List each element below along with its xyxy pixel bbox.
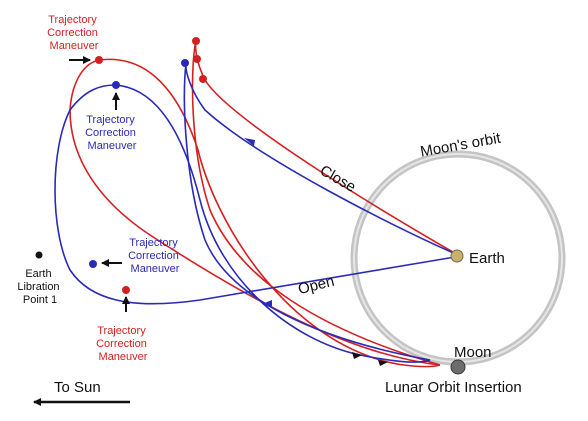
tcm-line: Maneuver (131, 263, 180, 275)
tcm-label-blue-upper: Trajectory Correction Maneuver (85, 114, 139, 152)
tcm-line: Trajectory (48, 14, 97, 26)
moon-marker (450, 359, 466, 375)
loi-arrow-red (378, 360, 388, 366)
red-apex-dot (199, 75, 207, 83)
tcm-line: Trajectory (129, 237, 178, 249)
blue-apex-dot (181, 59, 189, 67)
moon-label: Moon (454, 344, 492, 361)
l1-point (35, 251, 43, 259)
close-direction-arrow (244, 138, 255, 146)
tcm-line: Maneuver (50, 40, 99, 52)
l1-line: Earth (25, 268, 51, 280)
tcm-line: Maneuver (88, 140, 137, 152)
red-apex-dot (193, 55, 201, 63)
open-label: Open (296, 273, 336, 298)
earth-marker (450, 249, 464, 263)
close-label: Close (317, 162, 359, 196)
red-tcm-dot (95, 56, 103, 64)
tcm-label-blue-lower: Trajectory Correction Maneuver (128, 237, 182, 275)
lunar-orbit-insertion-label: Lunar Orbit Insertion (385, 379, 522, 396)
l1-line: Libration (17, 281, 59, 293)
tcm-line: Correction (128, 250, 179, 262)
l1-line: Point 1 (23, 294, 57, 306)
tcm-line: Correction (85, 127, 136, 139)
red-trajectory (69, 39, 459, 368)
blue-tcm-dot (112, 81, 120, 89)
open-direction-arrow (262, 300, 272, 308)
tcm-line: Maneuver (99, 351, 148, 363)
tcm-line: Trajectory (86, 114, 135, 126)
red-apex-dot (192, 37, 200, 45)
earth-label: Earth (469, 250, 505, 267)
tcm-label-red-lower: Trajectory Correction Maneuver (96, 325, 150, 363)
tcm-line: Correction (96, 338, 147, 350)
l1-label: Earth Libration Point 1 (17, 268, 62, 306)
loi-arrow-blue (352, 352, 362, 359)
blue-tcm-dot (89, 260, 97, 268)
tcm-line: Trajectory (97, 325, 146, 337)
to-sun-label: To Sun (54, 379, 101, 396)
tcm-label-red-top: Trajectory Correction Maneuver (47, 14, 101, 52)
red-tcm-dot (122, 286, 130, 294)
tcm-line: Correction (47, 27, 98, 39)
